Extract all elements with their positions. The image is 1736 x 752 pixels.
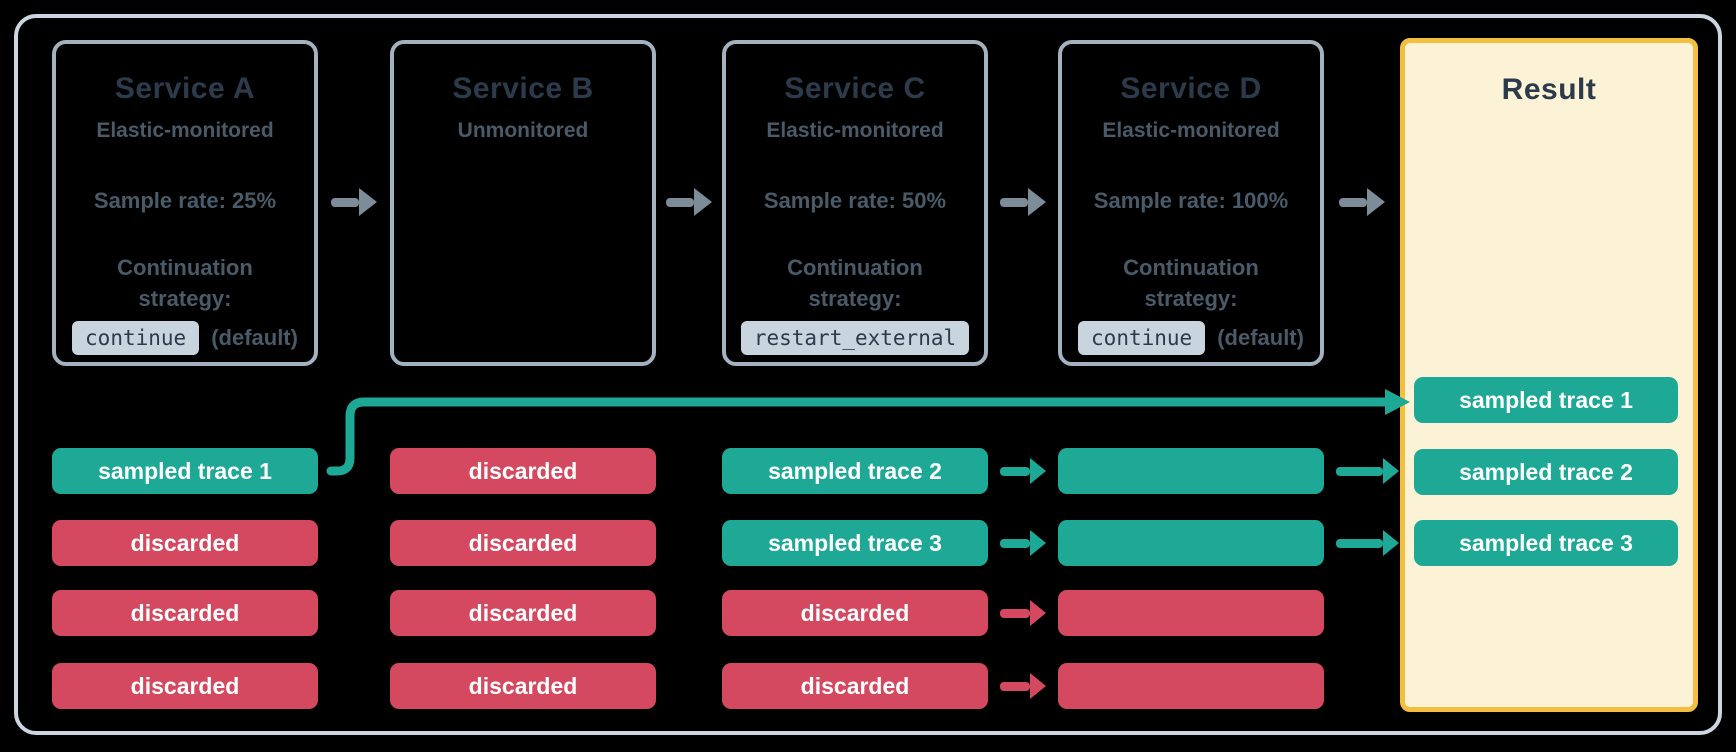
result-pill-sampled-trace-2: sampled trace 2 bbox=[1414, 449, 1678, 495]
arrowhead-icon bbox=[1383, 458, 1399, 484]
service-subtitle: Elastic-monitored bbox=[766, 119, 944, 142]
c-to-d-row4-arrow-discarded bbox=[1000, 673, 1046, 699]
arrowhead-icon bbox=[1030, 600, 1046, 626]
arrow-shaft bbox=[1339, 197, 1367, 207]
arrow-shaft bbox=[1000, 681, 1030, 691]
strategy-chip-row: continue (default) bbox=[1062, 320, 1320, 355]
service-title: Service A bbox=[114, 72, 256, 105]
trace-pill-service-d-row2-sampled bbox=[1058, 520, 1324, 566]
result-title: Result bbox=[1501, 73, 1597, 106]
sample-rate-label: Sample rate: 100% bbox=[1093, 188, 1289, 213]
service-flow-arrow-2 bbox=[666, 188, 712, 216]
trace-pill-service-b-row1-discarded: discarded bbox=[390, 448, 656, 494]
service-subtitle: Elastic-monitored bbox=[96, 119, 274, 142]
arrowhead-icon bbox=[359, 188, 377, 216]
continuation-label-line1: Continuation bbox=[117, 255, 253, 280]
service-subtitle: Unmonitored bbox=[457, 119, 589, 142]
result-pill-sampled-trace-1: sampled trace 1 bbox=[1414, 377, 1678, 423]
continuation-strategy-label: Continuation strategy: bbox=[1062, 253, 1320, 315]
arrow-shaft bbox=[1000, 538, 1030, 548]
strategy-chip-row: restart_external bbox=[726, 320, 984, 355]
continuation-label-line2: strategy: bbox=[808, 285, 902, 311]
strategy-code-chip: continue bbox=[1078, 320, 1206, 355]
service-title: Service B bbox=[452, 72, 594, 105]
arrow-shaft bbox=[666, 197, 694, 207]
sample-rate-label: Sample rate: 25% bbox=[93, 188, 277, 213]
sample-rate-label: Sample rate: 50% bbox=[763, 188, 947, 213]
strategy-default-note: (default) bbox=[211, 324, 298, 350]
arrowhead-icon bbox=[1030, 530, 1046, 556]
d-to-result-row1-arrow-sampled bbox=[1336, 458, 1399, 484]
trace-pill-service-d-row4-discarded bbox=[1058, 663, 1324, 709]
service-flow-arrow-3 bbox=[1000, 188, 1046, 216]
strategy-chip-row: continue (default) bbox=[56, 320, 314, 355]
arrow-shaft bbox=[1000, 197, 1028, 207]
trace-pill-service-c-row4-discarded: discarded bbox=[722, 663, 988, 709]
d-to-result-row2-arrow-sampled bbox=[1336, 530, 1399, 556]
strategy-default-note: (default) bbox=[1217, 324, 1304, 350]
diagram-frame bbox=[14, 14, 1722, 735]
strategy-code-chip: continue bbox=[72, 320, 200, 355]
continuation-strategy-label: Continuation strategy: bbox=[726, 253, 984, 315]
c-to-d-row2-arrow-sampled bbox=[1000, 530, 1046, 556]
arrowhead-icon bbox=[1383, 530, 1399, 556]
service-flow-arrow-1 bbox=[331, 188, 377, 216]
trace-pill-service-d-row1-sampled bbox=[1058, 448, 1324, 494]
trace-pill-service-c-row2-sampled: sampled trace 3 bbox=[722, 520, 988, 566]
strategy-code-chip: restart_external bbox=[740, 320, 970, 355]
c-to-d-row1-arrow-sampled bbox=[1000, 458, 1046, 484]
c-to-d-row3-arrow-discarded bbox=[1000, 600, 1046, 626]
trace-pill-service-b-row4-discarded: discarded bbox=[390, 663, 656, 709]
trace-pill-service-b-row2-discarded: discarded bbox=[390, 520, 656, 566]
arrow-shaft bbox=[1336, 538, 1383, 548]
continuation-label-line2: strategy: bbox=[138, 285, 232, 311]
continuation-label-line2: strategy: bbox=[1144, 285, 1238, 311]
arrowhead-icon bbox=[1030, 458, 1046, 484]
continuation-label-line1: Continuation bbox=[787, 255, 923, 280]
continuation-label-line1: Continuation bbox=[1123, 255, 1259, 280]
trace-pill-service-a-row3-discarded: discarded bbox=[52, 590, 318, 636]
arrowhead-icon bbox=[694, 188, 712, 216]
arrow-shaft bbox=[1336, 466, 1383, 476]
service-box-service-b: Service B Unmonitored bbox=[390, 40, 656, 366]
trace-pill-service-a-row1-sampled: sampled trace 1 bbox=[52, 448, 318, 494]
trace-pill-service-a-row2-discarded: discarded bbox=[52, 520, 318, 566]
service-title: Service C bbox=[784, 72, 926, 105]
service-title: Service D bbox=[1120, 72, 1262, 105]
arrowhead-icon bbox=[1028, 188, 1046, 216]
arrow-shaft bbox=[331, 197, 359, 207]
result-box: Result bbox=[1400, 38, 1698, 712]
arrowhead-icon bbox=[1367, 188, 1385, 216]
arrow-shaft bbox=[1000, 466, 1030, 476]
arrowhead-icon bbox=[1030, 673, 1046, 699]
trace-pill-service-c-row1-sampled: sampled trace 2 bbox=[722, 448, 988, 494]
result-pill-sampled-trace-3: sampled trace 3 bbox=[1414, 520, 1678, 566]
trace-pill-service-a-row4-discarded: discarded bbox=[52, 663, 318, 709]
service-subtitle: Elastic-monitored bbox=[1102, 119, 1280, 142]
continuation-strategy-label: Continuation strategy: bbox=[56, 253, 314, 315]
trace-pill-service-b-row3-discarded: discarded bbox=[390, 590, 656, 636]
arrow-shaft bbox=[1000, 608, 1030, 618]
trace-pill-service-d-row3-discarded bbox=[1058, 590, 1324, 636]
trace-pill-service-c-row3-discarded: discarded bbox=[722, 590, 988, 636]
service-flow-arrow-4 bbox=[1339, 188, 1385, 216]
